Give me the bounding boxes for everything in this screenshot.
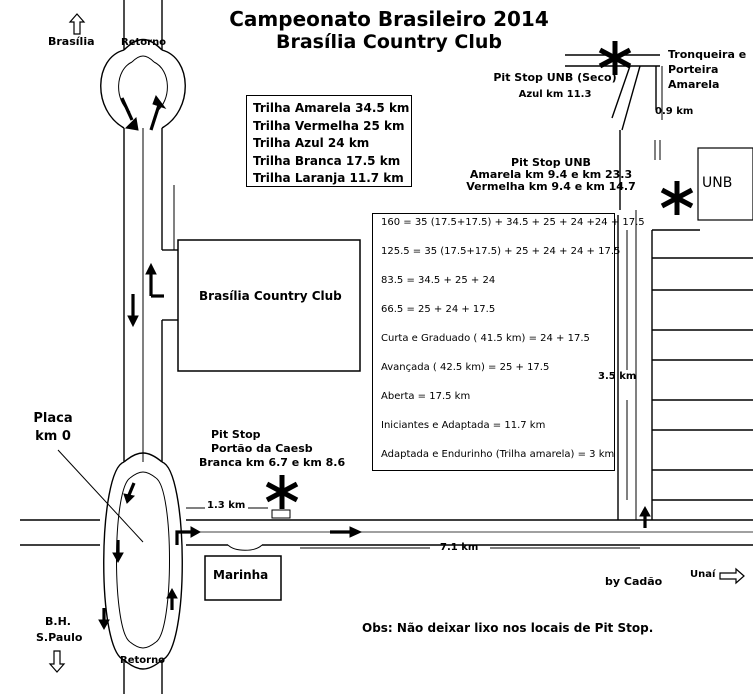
formula-item: 83.5 = 34.5 + 25 + 24 [381,275,496,286]
formula-item: Aberta = 17.5 km [381,391,471,402]
pit-stop-unb-seco-label: Pit Stop UNB (Seco) [493,71,617,84]
formulas-box: 160 = 35 (17.5+17.5) + 34.5 + 25 + 24 +2… [372,213,645,471]
formula-item: Adaptada e Endurinho (Trilha amarela) = … [381,449,615,460]
credits: by Cadão [605,575,663,588]
flow-arrow-1 [120,97,134,121]
pit-stop-unb-info-1: Amarela km 9.4 e km 23.3 [469,168,633,181]
marinha-building [204,555,282,601]
formula-item: Curta e Graduado ( 41.5 km) = 24 + 17.5 [381,333,590,344]
distance-3-5: 3.5 km [598,371,637,382]
label-km0: km 0 [35,429,71,444]
pit-stop-caesb-asterisk-icon [265,475,299,509]
label-retorno-bottom: Retorno [120,655,166,666]
formula-item: 160 = 35 (17.5+17.5) + 34.5 + 25 + 24 +2… [381,217,645,228]
label-brasilia: Brasília [48,35,95,48]
trail-item: Trilha Branca 17.5 km [253,153,401,168]
label-bh: B.H. [45,615,71,628]
trail-item: Trilha Vermelha 25 km [253,118,405,133]
brasilia-arrow-icon [68,13,86,35]
label-marinha: Marinha [213,568,269,582]
flow-arrow-5 [175,530,193,545]
bottom-retorno-loop [103,461,183,661]
distance-7-1: 7.1 km [440,542,479,553]
formula-item: Iniciantes e Adaptada = 11.7 km [381,420,546,431]
bh-arrow-icon [48,650,66,673]
distance-1-3: 1.3 km [207,500,246,511]
caesb-gate-box [271,509,291,519]
pit-stop-unb-asterisk-icon [660,181,694,215]
pit-stop-unb-seco-info: Azul km 11.3 [518,89,592,100]
formula-item: Avançada ( 42.5 km) = 25 + 17.5 [381,362,550,373]
pit-stop-unb-seco-asterisk-icon [598,41,632,75]
placa-pointer [57,449,144,543]
label-placa: Placa [33,411,73,426]
label-sao-paulo: S.Paulo [36,631,83,644]
flow-arrow-2 [149,104,161,131]
label-country-club: Brasília Country Club [199,289,342,303]
formula-item: 125.5 = 35 (17.5+17.5) + 25 + 24 + 24 + … [381,246,621,257]
country-club-building [177,239,361,372]
pit-stop-unb-label: Pit Stop UNB [511,156,591,169]
trail-item: Trilha Laranja 11.7 km [253,171,404,185]
pit-stop-unb-info-2: Vermelha km 9.4 e km 14.7 [466,180,636,193]
label-unb: UNB [702,175,733,191]
trails-legend: Trilha Amarela 34.5 km Trilha Vermelha 2… [246,95,412,187]
label-amarela: Amarela [668,78,720,91]
top-retorno-loop [100,49,186,129]
pit-stop-caesb-info: Branca km 6.7 e km 8.6 [199,456,346,469]
pit-stop-caesb-label: Pit Stop [211,428,261,441]
unai-arrow-icon [719,567,745,585]
note: Obs: Não deixar lixo nos locais de Pit S… [362,621,654,635]
trail-item: Trilha Azul 24 km [253,136,370,150]
distance-0-9: 0.9 km [655,106,694,117]
pit-stop-caesb-gate: Portão da Caesb [211,442,313,455]
unb-building [697,147,753,221]
page-subtitle: Brasília Country Club [275,31,503,53]
label-unai: Unaí [690,569,716,580]
trail-item: Trilha Amarela 34.5 km [253,101,410,115]
formula-item: 66.5 = 25 + 24 + 17.5 [381,304,496,315]
page-title: Campeonato Brasileiro 2014 [229,7,549,31]
label-retorno-top: Retorno [121,37,167,48]
label-tronqueira: Tronqueira e [668,48,747,61]
label-porteira: Porteira [668,63,719,76]
flow-arrow-8 [127,482,136,496]
